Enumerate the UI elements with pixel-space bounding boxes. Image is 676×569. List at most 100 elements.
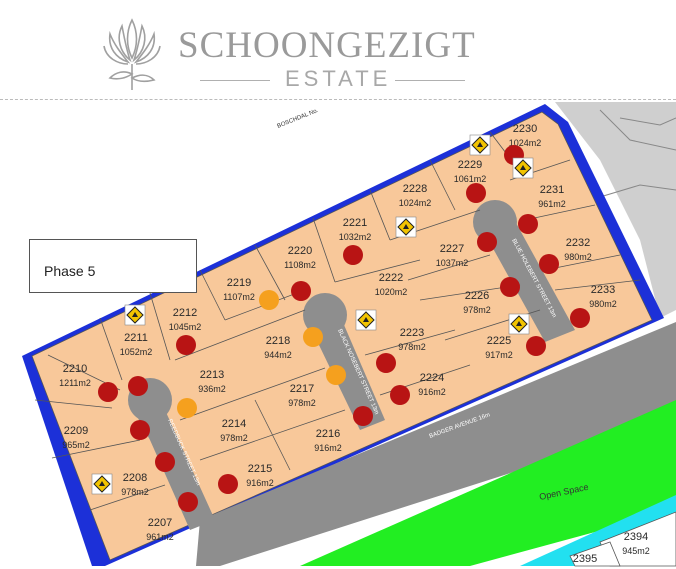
site-plan-map: BLUE HOLEBERT STREET 13m BLACK NOSEBERT … [22,102,676,567]
lot-number: 2225 [487,335,511,347]
lot-number: 2394 [624,531,648,543]
lot-area-label: 978m2 [398,342,426,352]
lot-area-label: 1052m2 [120,347,153,357]
sold-marker-icon [128,376,148,396]
lot-number: 2211 [124,332,148,344]
lot-number: 2229 [458,159,482,171]
lot-2211[interactable]: 2211 1052m2 [120,332,153,357]
reserved-marker-icon [177,398,197,418]
lot-area-label: 978m2 [463,305,491,315]
lot-number: 2220 [288,245,312,257]
lot-2395[interactable]: 2395 [573,553,597,565]
lot-area-label: 961m2 [538,199,566,209]
header-divider [0,99,676,100]
reserved-marker-icon [303,327,323,347]
lot-2220[interactable]: 2220 1108m2 [284,245,316,270]
neighbour-line [589,184,676,201]
lot-2233[interactable]: 2233 980m2 [589,284,617,309]
lot-area-label: 978m2 [220,433,248,443]
phase-label: Phase 5 [29,239,197,293]
lot-area-label: 1024m2 [399,198,432,208]
lot-2225[interactable]: 2225 917m2 [485,335,513,360]
lot-area-label: 978m2 [288,398,316,408]
lot-number: 2227 [440,243,464,255]
lot-area-label: 916m2 [246,478,274,488]
header: SCHOONGEZIGT ESTATE [0,0,676,100]
brand-rule-right [395,80,465,81]
lot-2217[interactable]: 2217 978m2 [288,383,316,408]
lot-area-label: 980m2 [564,252,592,262]
reserved-marker-icon [326,365,346,385]
feature-sign-icon [512,157,534,179]
lot-area-label: 1061m2 [454,174,487,184]
open-space [300,400,676,566]
sold-marker-icon [390,385,410,405]
lot-number: 2222 [379,272,403,284]
sold-marker-icon [539,254,559,274]
lot-number: 2232 [566,237,590,249]
neighbour-line [599,109,676,151]
sold-marker-icon [176,335,196,355]
sold-marker-icon [291,281,311,301]
lot-area-label: 978m2 [121,487,149,497]
lot-number: 2217 [290,383,314,395]
lot-2212[interactable]: 2212 1045m2 [169,307,202,332]
lot-number: 2218 [266,335,290,347]
feature-sign-icon [469,134,491,156]
sold-marker-icon [500,277,520,297]
lot-number: 2221 [343,217,367,229]
sold-marker-icon [130,420,150,440]
lot-2208[interactable]: 2208 978m2 [121,472,149,497]
lot-number: 2208 [123,472,147,484]
neighbour-line [619,117,676,126]
road-blue-holebert-street [480,212,575,342]
lot-number: 2219 [227,277,251,289]
lot-2395-area [569,541,621,567]
lot-2214[interactable]: 2214 978m2 [220,418,248,443]
lot-area-label: 980m2 [589,299,617,309]
lot-2229[interactable]: 2229 1061m2 [454,159,487,184]
lot-number: 2215 [248,463,272,475]
lot-number: 2210 [63,363,87,375]
lot-2215[interactable]: 2215 916m2 [246,463,274,488]
sold-marker-icon [526,336,546,356]
brand-rule-left [200,80,270,81]
sold-marker-icon [218,474,238,494]
lot-number: 2212 [173,307,197,319]
sold-marker-icon [518,214,538,234]
lot-area-label: 936m2 [198,384,226,394]
reserved-marker-icon [259,290,279,310]
lot-number: 2207 [148,517,172,529]
lot-number: 2231 [540,184,564,196]
feature-sign-icon [355,309,377,331]
lot-area-label: 917m2 [485,350,513,360]
neighbour-area [555,102,676,318]
sold-marker-icon [376,353,396,373]
lot-number: 2216 [316,428,340,440]
lot-area-label: 1211m2 [59,378,91,388]
lot-number: 2233 [591,284,615,296]
lot-2210[interactable]: 2210 1211m2 [59,363,91,388]
lot-number: 2214 [222,418,246,430]
lot-2232[interactable]: 2232 980m2 [564,237,592,262]
lot-area-label: 1045m2 [169,322,202,332]
feature-sign-icon [508,313,530,335]
sold-marker-icon [155,452,175,472]
lot-2231[interactable]: 2231 961m2 [538,184,566,209]
lot-area-label: 1108m2 [284,260,316,270]
